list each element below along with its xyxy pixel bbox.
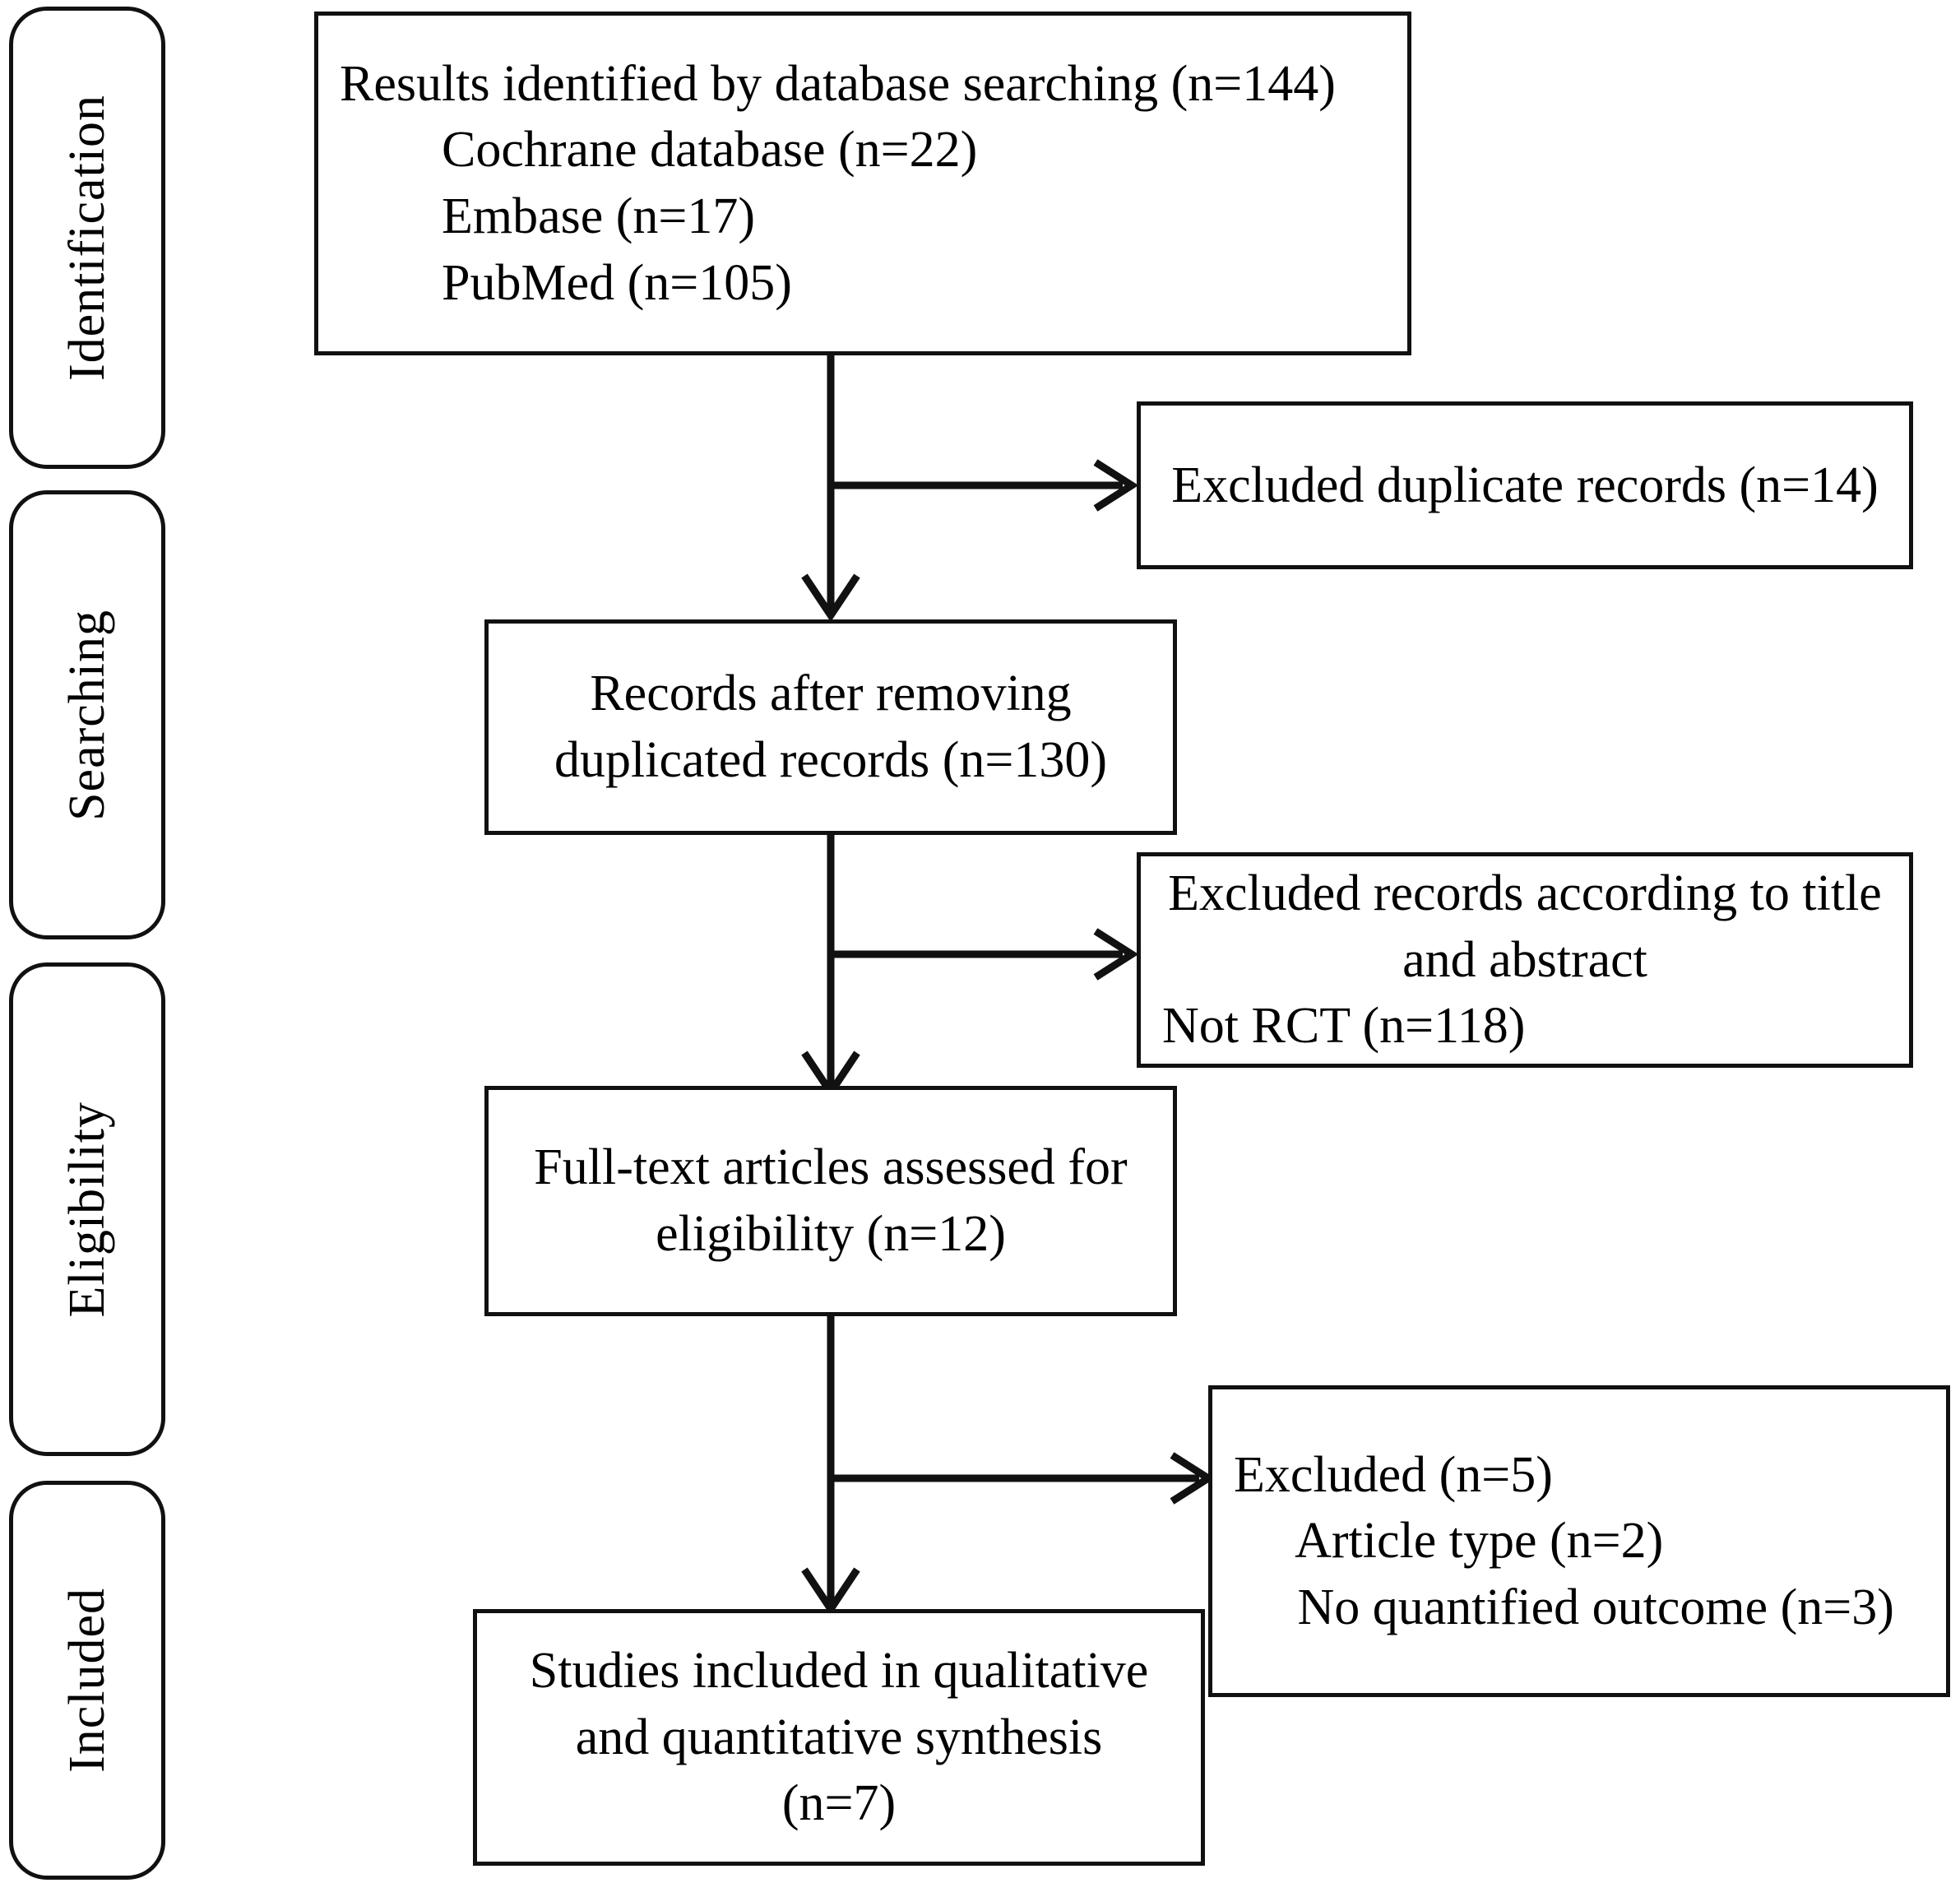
- studies-included-line-2: and quantitative synthesis: [575, 1709, 1103, 1765]
- excluded-by-title-abstract-line-2: and abstract: [1402, 931, 1647, 988]
- studies-included-box: Studies included in qualitative and quan…: [473, 1609, 1205, 1866]
- excluded-by-title-abstract-line-1: Excluded records according to title: [1168, 865, 1882, 922]
- excluded-full-text-line-2: Article type (n=2): [1234, 1513, 1664, 1570]
- arrowhead-after-duplicates-right: [1093, 928, 1139, 981]
- stage-eligibility-label: Eligibility: [59, 1101, 115, 1318]
- studies-included-line-3: (n=7): [781, 1775, 897, 1832]
- excluded-full-text-box: Excluded (n=5) Article type (n=2) No qua…: [1208, 1385, 1950, 1697]
- arrowhead-fulltext-right: [1170, 1452, 1216, 1505]
- results-identified-line-3: Embase (n=17): [340, 188, 756, 244]
- excluded-by-title-abstract-box: Excluded records according to title and …: [1137, 852, 1913, 1068]
- excluded-duplicates-box: Excluded duplicate records (n=14): [1137, 401, 1913, 569]
- excluded-full-text-line-1: Excluded (n=5): [1234, 1446, 1553, 1503]
- results-identified-line-2: Cochrane database (n=22): [340, 122, 978, 179]
- full-text-assessed-box: Full-text articles assessed for eligibil…: [484, 1086, 1177, 1316]
- records-after-removing-duplicates-box: Records after removing duplicated record…: [484, 619, 1177, 835]
- records-after-removing-duplicates-line-1: Records after removing: [590, 666, 1072, 722]
- arrowhead-identified-right: [1093, 459, 1139, 512]
- results-identified-box: Results identified by database searching…: [314, 12, 1411, 355]
- excluded-full-text-line-3: No quantified outcome (n=3): [1234, 1579, 1894, 1635]
- stage-identification-label: Identification: [59, 95, 115, 381]
- full-text-assessed-line-2: eligibility (n=12): [656, 1206, 1006, 1262]
- excluded-by-title-abstract-line-3: Not RCT (n=118): [1162, 998, 1526, 1055]
- results-identified-line-4: PubMed (n=105): [340, 254, 792, 311]
- arrowhead-fulltext-down: [801, 1567, 860, 1616]
- stage-included: Included: [9, 1481, 165, 1880]
- arrowhead-identified-down: [801, 573, 860, 623]
- stage-searching: Searching: [9, 490, 165, 939]
- stage-included-label: Included: [59, 1588, 115, 1773]
- stage-identification: Identification: [9, 7, 165, 469]
- results-identified-line-1: Results identified by database searching…: [340, 55, 1336, 112]
- stage-searching-label: Searching: [59, 609, 115, 821]
- records-after-removing-duplicates-line-2: duplicated records (n=130): [554, 732, 1107, 788]
- stage-eligibility: Eligibility: [9, 962, 165, 1456]
- excluded-duplicates-line-1: Excluded duplicate records (n=14): [1171, 457, 1879, 513]
- full-text-assessed-line-1: Full-text articles assessed for: [534, 1139, 1128, 1196]
- studies-included-line-1: Studies included in qualitative: [529, 1643, 1149, 1700]
